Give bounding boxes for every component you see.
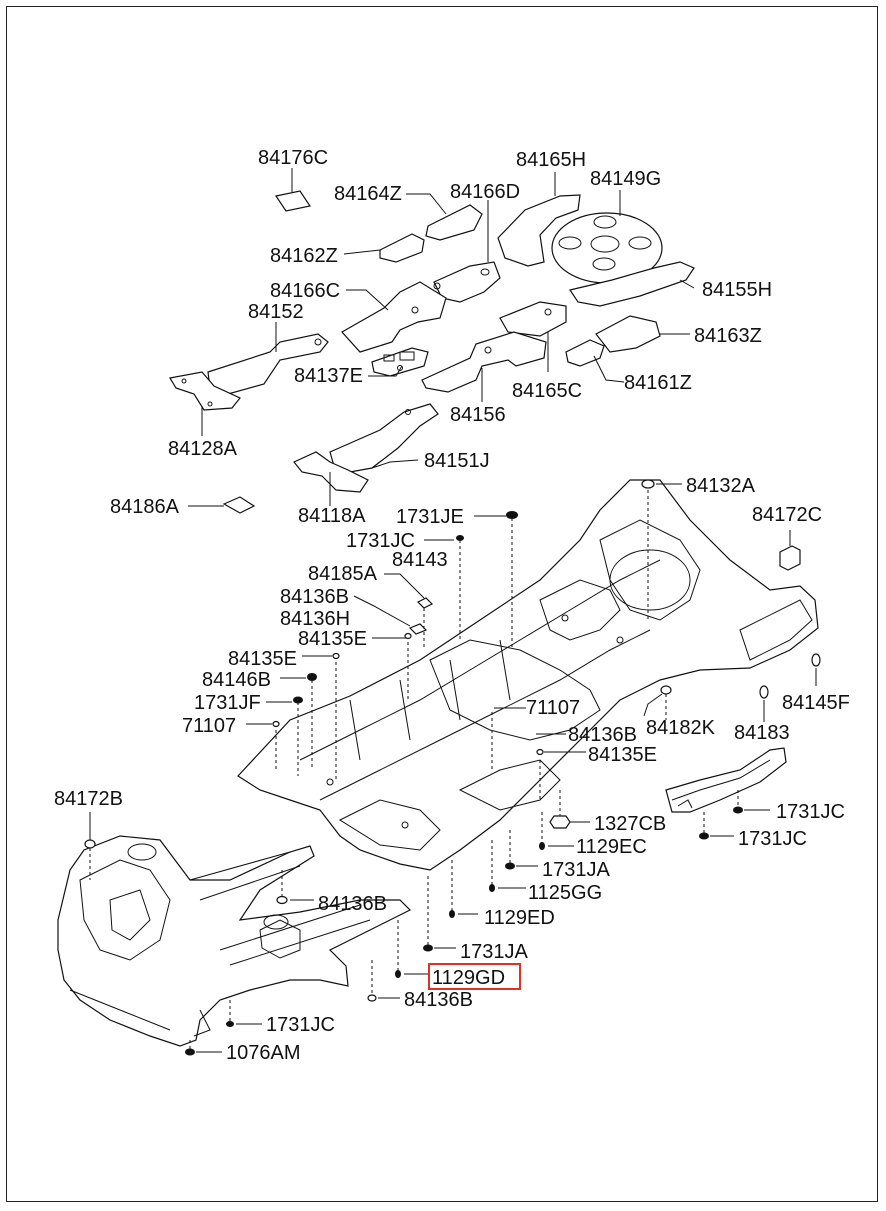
plug-84172C[interactable] [779, 545, 801, 571]
plug-84145F[interactable] [811, 653, 821, 667]
part-labels: 84176C 84165H 84149G 84164Z 84166D 84162… [54, 147, 850, 1064]
label-1076AM[interactable]: 1076AM [226, 1042, 301, 1064]
pad-84165H[interactable] [497, 194, 581, 267]
label-1731JE[interactable]: 1731JE [396, 506, 464, 528]
label-84176C[interactable]: 84176C [258, 147, 328, 169]
grommet-84132A[interactable] [641, 479, 655, 489]
label-84136B-d[interactable]: 84136B [404, 989, 473, 1011]
pad-84165C[interactable] [499, 301, 567, 337]
label-84137E[interactable]: 84137E [294, 365, 363, 387]
label-84161Z[interactable]: 84161Z [624, 372, 692, 394]
label-84136B-b[interactable]: 84136B [568, 724, 637, 746]
rear-side-member[interactable] [665, 747, 787, 813]
label-84136H[interactable]: 84136H [280, 608, 350, 630]
label-71107-a[interactable]: 71107 [182, 715, 236, 737]
floor-pan-assembly[interactable] [237, 479, 819, 871]
pad-84151J[interactable] [329, 403, 439, 473]
pad-84166C[interactable] [341, 281, 447, 353]
leader-lines [89, 168, 817, 1053]
label-84151J[interactable]: 84151J [424, 450, 490, 472]
label-84163Z[interactable]: 84163Z [694, 325, 762, 347]
label-84145F[interactable]: 84145F [782, 692, 850, 714]
plug-84183[interactable] [759, 685, 769, 699]
pad-84186A[interactable] [222, 496, 256, 514]
diagram-frame [6, 6, 878, 1202]
label-84136B-c[interactable]: 84136B [318, 893, 387, 915]
label-71107-b[interactable]: 71107 [526, 697, 580, 719]
label-84149G[interactable]: 84149G [590, 168, 661, 190]
label-84172C[interactable]: 84172C [752, 504, 822, 526]
label-84182K[interactable]: 84182K [646, 717, 716, 739]
label-1731JA-b[interactable]: 1731JA [460, 941, 528, 963]
highlight-box-1129GD [428, 963, 521, 990]
label-84152[interactable]: 84152 [248, 301, 304, 323]
pad-84176C[interactable] [275, 190, 311, 212]
pad-84156[interactable] [421, 331, 547, 393]
label-84128A[interactable]: 84128A [168, 438, 238, 460]
plug-84143[interactable] [416, 597, 434, 609]
label-84186A[interactable]: 84186A [110, 496, 180, 518]
label-84135E-b[interactable]: 84135E [228, 648, 297, 670]
label-1327CB[interactable]: 1327CB [594, 813, 666, 835]
label-84132A[interactable]: 84132A [686, 475, 756, 497]
label-1129GD[interactable]: 1129GD [432, 967, 505, 989]
label-1731JC-c[interactable]: 1731JC [738, 828, 807, 850]
locator-lines [89, 490, 739, 1050]
label-84166C[interactable]: 84166C [270, 280, 340, 302]
pad-84161Z[interactable] [565, 339, 605, 367]
grommet-84172B[interactable] [84, 839, 96, 849]
fasteners [185, 511, 743, 1056]
label-1731JC-d[interactable]: 1731JC [266, 1014, 335, 1036]
plug-84182K[interactable] [660, 685, 672, 695]
spare-tire-cover-84149G[interactable] [551, 212, 663, 284]
pad-84155H[interactable] [569, 261, 695, 307]
label-84135E-a[interactable]: 84135E [298, 628, 367, 650]
label-84135E-c[interactable]: 84135E [588, 744, 657, 766]
label-1731JC-a[interactable]: 1731JC [346, 530, 415, 552]
label-84166D[interactable]: 84166D [450, 181, 520, 203]
label-84136B-a[interactable]: 84136B [280, 586, 349, 608]
label-84118A[interactable]: 84118A [298, 505, 366, 527]
label-84185A[interactable]: 84185A [308, 563, 378, 585]
pad-84163Z[interactable] [595, 315, 661, 353]
label-1731JF[interactable]: 1731JF [194, 692, 261, 714]
label-84156[interactable]: 84156 [450, 404, 506, 426]
label-84165C[interactable]: 84165C [512, 380, 582, 402]
label-1129EC[interactable]: 1129EC [576, 836, 647, 858]
label-1129ED[interactable]: 1129ED [484, 907, 555, 929]
plug-84136B-84136H[interactable] [408, 623, 428, 635]
pad-84162Z[interactable] [379, 233, 425, 263]
pad-84166D[interactable] [433, 261, 501, 303]
label-84172B[interactable]: 84172B [54, 788, 123, 810]
label-84164Z[interactable]: 84164Z [334, 183, 402, 205]
pad-84137E[interactable] [371, 347, 429, 377]
label-1125GG[interactable]: 1125GG [528, 882, 602, 904]
label-1731JA-a[interactable]: 1731JA [542, 859, 610, 881]
label-84165H[interactable]: 84165H [516, 149, 586, 171]
label-84146B[interactable]: 84146B [202, 669, 271, 691]
label-84155H[interactable]: 84155H [702, 279, 772, 301]
pad-84118A[interactable] [293, 451, 369, 493]
pad-84164Z[interactable] [425, 204, 483, 241]
label-1731JC-b[interactable]: 1731JC [776, 801, 845, 823]
label-84183[interactable]: 84183 [734, 722, 790, 744]
label-84143[interactable]: 84143 [392, 549, 448, 571]
label-84162Z[interactable]: 84162Z [270, 245, 338, 267]
pad-84128A[interactable] [169, 371, 241, 411]
front-body-structure[interactable] [57, 835, 412, 1047]
